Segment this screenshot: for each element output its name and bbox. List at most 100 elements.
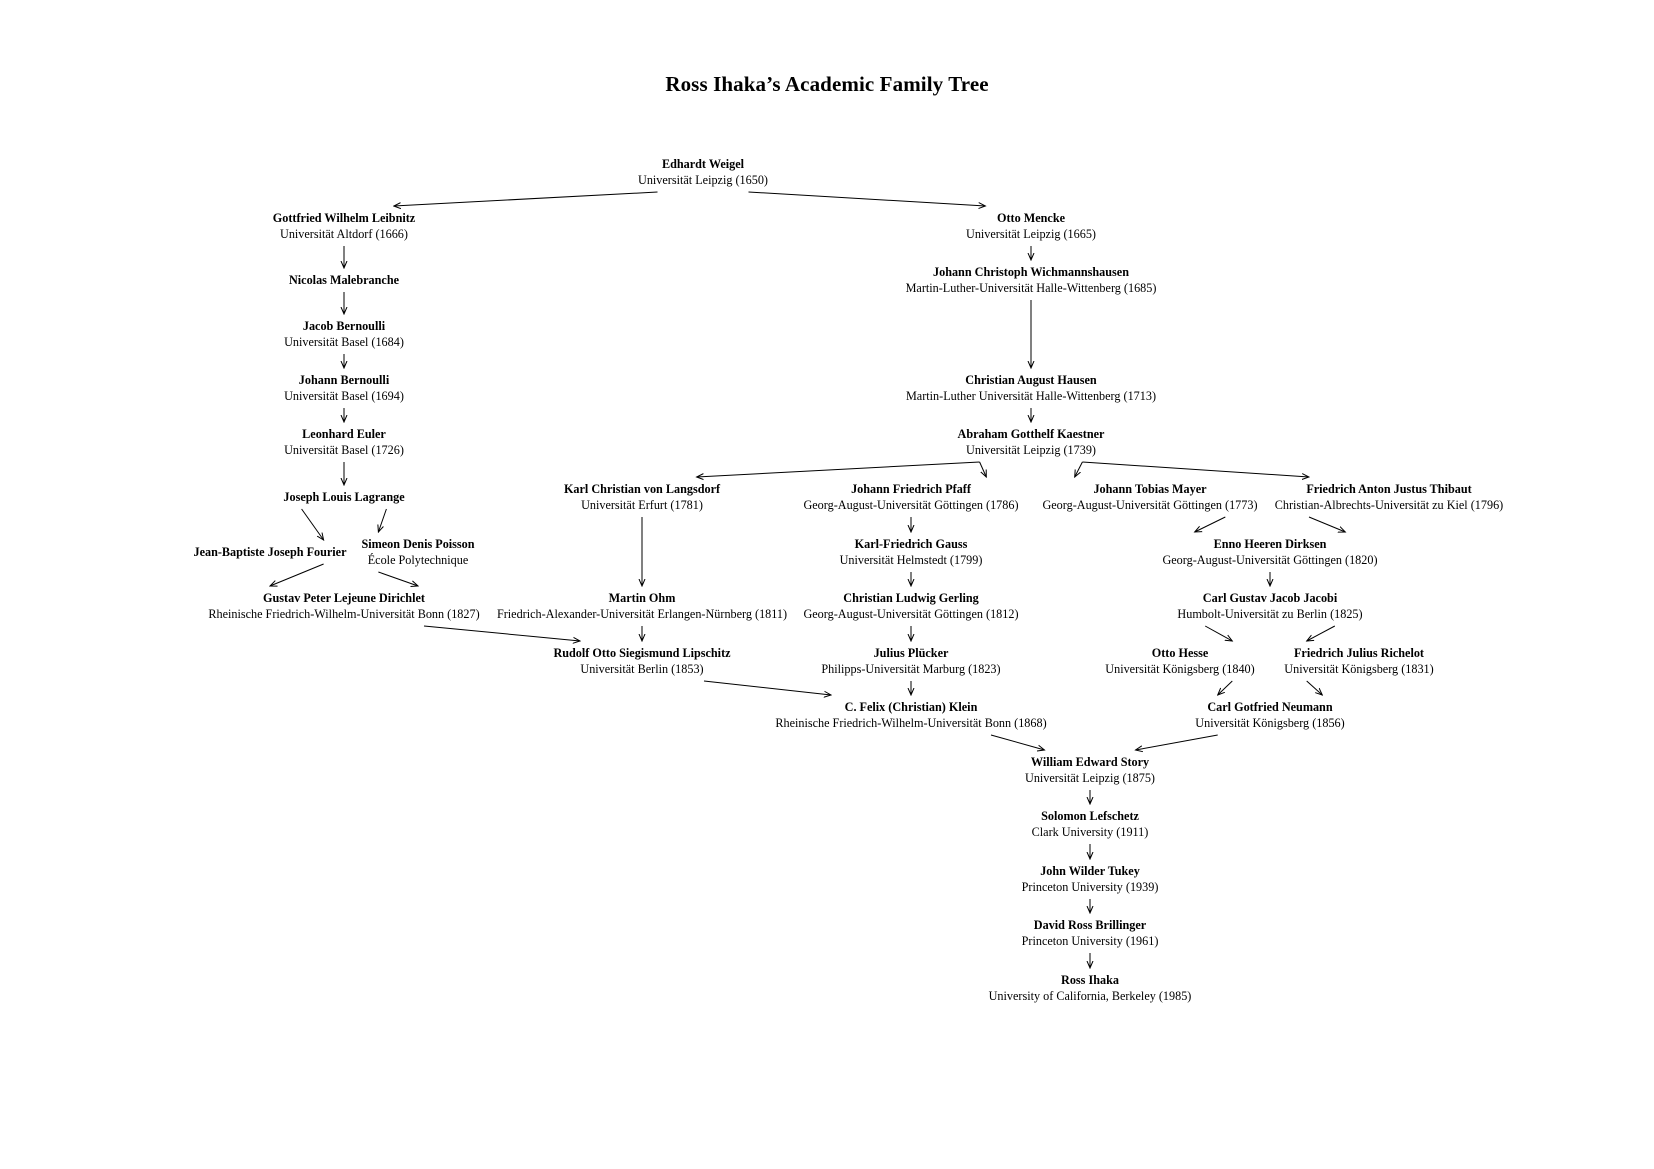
page-title: Ross Ihaka’s Academic Family Tree — [665, 72, 989, 96]
node-institution: Philipps-Universität Marburg (1823) — [821, 662, 1001, 676]
node-institution: Universität Leipzig (1739) — [966, 443, 1096, 457]
node-name: Otto Mencke — [996, 211, 1066, 225]
edge-neumann-to-story — [1136, 734, 1218, 750]
node-name: Christian August Hausen — [965, 373, 1097, 387]
node-ross-ihaka: Ross Ihaka University of California, Ber… — [989, 972, 1192, 1004]
node-institution: Universität Helmstedt (1799) — [839, 553, 983, 567]
node-joseph-louis-lagrange: Joseph Louis Lagrange — [283, 489, 404, 505]
node-otto-mencke: Otto Mencke Universität Leipzig (1665) — [966, 210, 1096, 242]
node-solomon-lefschetz: Solomon Lefschetz Clark University (1911… — [1032, 808, 1149, 840]
node-name: Johann Christoph Wichmannshausen — [933, 265, 1129, 279]
node-name: Nicolas Malebranche — [288, 273, 400, 287]
node-edhardt-weigel: Edhardt Weigel Universität Leipzig (1650… — [638, 156, 768, 188]
node-name: Carl Gustav Jacob Jacobi — [1202, 591, 1338, 605]
node-name: Edhardt Weigel — [661, 157, 745, 171]
edge-kaestner-to-pfaff — [979, 461, 987, 477]
node-c-felix-christian-klein: C. Felix (Christian) Klein Rheinische Fr… — [775, 699, 1046, 731]
edge-jacobi-to-hesse — [1204, 625, 1232, 641]
node-institution: Universität Basel (1694) — [284, 389, 404, 403]
node-name: Jacob Bernoulli — [302, 319, 386, 333]
edge-weigel-to-leibnitz — [394, 191, 658, 206]
node-institution: Rheinische Friedrich-Wilhelm-Universität… — [208, 607, 480, 621]
node-institution: University of California, Berkeley (1985… — [988, 989, 1192, 1003]
node-institution: Universität Basel (1684) — [284, 335, 404, 349]
node-jacob-bernoulli: Jacob Bernoulli Universität Basel (1684) — [284, 318, 404, 350]
node-name: Johann Bernoulli — [298, 373, 390, 387]
node-institution: Universität Berlin (1853) — [580, 662, 704, 676]
node-name: Simeon Denis Poisson — [361, 537, 475, 551]
node-friedrich-julius-richelot: Friedrich Julius Richelot Universität Kö… — [1284, 645, 1433, 677]
node-name: Carl Gotfried Neumann — [1207, 700, 1333, 714]
node-institution: Friedrich-Alexander-Universität Erlangen… — [496, 607, 788, 621]
edge-thibaut-to-dirksen — [1308, 516, 1345, 532]
node-institution: Universität Leipzig (1650) — [638, 173, 768, 187]
node-leonhard-euler: Leonhard Euler Universität Basel (1726) — [284, 426, 404, 458]
node-name: Friedrich Julius Richelot — [1293, 646, 1424, 660]
node-julius-pluecker: Julius Plücker Philipps-Universität Marb… — [821, 645, 1000, 677]
node-carl-gotfried-neumann: Carl Gotfried Neumann Universität Königs… — [1195, 699, 1344, 731]
node-name: Martin Ohm — [608, 591, 676, 605]
node-institution: École Polytechnique — [367, 553, 469, 567]
node-institution: Universität Königsberg (1856) — [1195, 716, 1345, 730]
node-karl-friedrich-gauss: Karl-Friedrich Gauss Universität Helmste… — [840, 536, 983, 568]
edge-kaestner-to-langsdorf — [697, 461, 980, 477]
node-institution: Christian-Albrechts-Universität zu Kiel … — [1274, 498, 1504, 512]
node-christian-august-hausen: Christian August Hausen Martin-Luther Un… — [906, 372, 1156, 404]
node-christian-ludwig-gerling: Christian Ludwig Gerling Georg-August-Un… — [803, 590, 1018, 622]
node-karl-christian-von-langsdorf: Karl Christian von Langsdorf Universität… — [564, 481, 720, 513]
node-gottfried-wilhelm-leibnitz: Gottfried Wilhelm Leibnitz Universität A… — [273, 210, 415, 242]
node-name: Leonhard Euler — [302, 427, 386, 441]
node-name: Abraham Gotthelf Kaestner — [957, 427, 1105, 441]
edge-jacobi-to-richelot — [1307, 625, 1336, 641]
edge-hesse-to-neumann — [1218, 680, 1233, 695]
node-name: William Edward Story — [1030, 755, 1150, 769]
node-institution: Universität Basel (1726) — [284, 443, 404, 457]
edge-lagrange-to-fourier — [301, 508, 324, 540]
node-institution: Humbolt-Universität zu Berlin (1825) — [1177, 607, 1363, 621]
node-institution: Rheinische Friedrich-Wilhelm-Universität… — [775, 716, 1047, 730]
node-institution: Universität Königsberg (1840) — [1105, 662, 1255, 676]
node-name: Friedrich Anton Justus Thibaut — [1306, 482, 1472, 496]
node-institution: Universität Leipzig (1665) — [966, 227, 1096, 241]
node-name: Julius Plücker — [873, 646, 949, 660]
node-name: Johann Tobias Mayer — [1093, 482, 1207, 496]
node-carl-gustav-jacob-jacobi: Carl Gustav Jacob Jacobi Humbolt-Univers… — [1177, 590, 1362, 622]
node-rudolf-otto-siegismund-lipschitz: Rudolf Otto Siegismund Lipschitz Univers… — [553, 645, 730, 677]
node-abraham-gotthelf-kaestner: Abraham Gotthelf Kaestner Universität Le… — [958, 426, 1105, 458]
node-institution: Georg-August-Universität Göttingen (1820… — [1162, 553, 1378, 567]
node-institution: Georg-August-Universität Göttingen (1773… — [1042, 498, 1258, 512]
node-otto-hesse: Otto Hesse Universität Königsberg (1840) — [1105, 645, 1254, 677]
node-johann-friedrich-pfaff: Johann Friedrich Pfaff Georg-August-Univ… — [803, 481, 1018, 513]
node-name: Joseph Louis Lagrange — [283, 490, 405, 504]
node-institution: Universität Altdorf (1666) — [280, 227, 408, 241]
node-name: Christian Ludwig Gerling — [843, 591, 979, 605]
edge-klein-to-story — [990, 734, 1045, 750]
node-friedrich-anton-justus-thibaut: Friedrich Anton Justus Thibaut Christian… — [1275, 481, 1503, 513]
node-martin-ohm: Martin Ohm Friedrich-Alexander-Universit… — [497, 590, 787, 622]
edge-lagrange-to-poisson — [378, 508, 387, 532]
node-name: Johann Friedrich Pfaff — [851, 482, 971, 496]
edge-lipschitz-to-klein — [703, 680, 831, 695]
node-institution: Universität Leipzig (1875) — [1025, 771, 1155, 785]
node-institution: Universität Königsberg (1831) — [1284, 662, 1434, 676]
node-name: John Wilder Tukey — [1040, 864, 1140, 878]
node-institution: Princeton University (1961) — [1021, 934, 1159, 948]
node-johann-tobias-mayer: Johann Tobias Mayer Georg-August-Univers… — [1042, 481, 1257, 513]
node-william-edward-story: William Edward Story Universität Leipzig… — [1025, 754, 1155, 786]
edge-dirichlet-to-lipschitz — [423, 625, 580, 641]
node-john-wilder-tukey: John Wilder Tukey Princeton University (… — [1022, 863, 1159, 895]
node-institution: Martin-Luther Universität Halle-Wittenbe… — [905, 389, 1157, 403]
node-name: Karl-Friedrich Gauss — [854, 537, 968, 551]
node-name: Otto Hesse — [1151, 646, 1209, 660]
node-name: Jean-Baptiste Joseph Fourier — [193, 545, 347, 559]
node-institution: Princeton University (1939) — [1021, 880, 1159, 894]
node-johann-bernoulli: Johann Bernoulli Universität Basel (1694… — [284, 372, 404, 404]
node-name: Enno Heeren Dirksen — [1213, 537, 1327, 551]
edge-weigel-to-mencke — [748, 191, 986, 206]
node-institution: Clark University (1911) — [1031, 825, 1149, 839]
edge-mayer-to-dirksen — [1195, 516, 1226, 532]
node-simeon-denis-poisson: Simeon Denis Poisson École Polytechnique — [361, 536, 474, 568]
edge-kaestner-to-thibaut — [1082, 461, 1309, 477]
node-name: Ross Ihaka — [1061, 973, 1119, 987]
